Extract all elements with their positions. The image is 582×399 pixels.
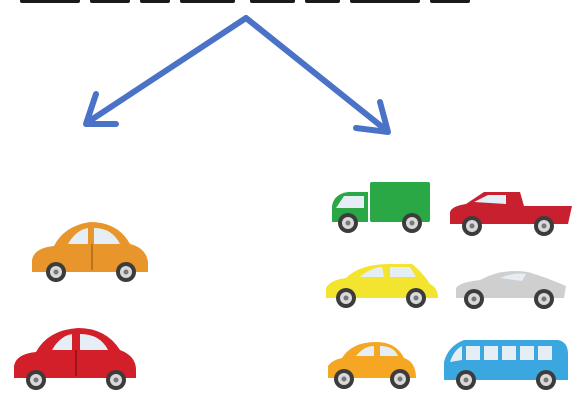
orange-small-car-icon (328, 342, 416, 389)
right-group (326, 182, 572, 390)
left-group (14, 222, 148, 390)
red-car-icon (14, 328, 136, 390)
arrow-left (86, 18, 246, 124)
blue-bus-icon (444, 340, 568, 390)
orange-car-icon (32, 222, 148, 282)
green-truck-icon (332, 182, 430, 233)
yellow-car-icon (326, 264, 438, 308)
silver-car-icon (456, 271, 566, 309)
arrow-right (246, 18, 388, 132)
red-pickup-icon (450, 192, 572, 236)
cargo-box (370, 182, 430, 222)
cropped-top-text (0, 0, 582, 8)
